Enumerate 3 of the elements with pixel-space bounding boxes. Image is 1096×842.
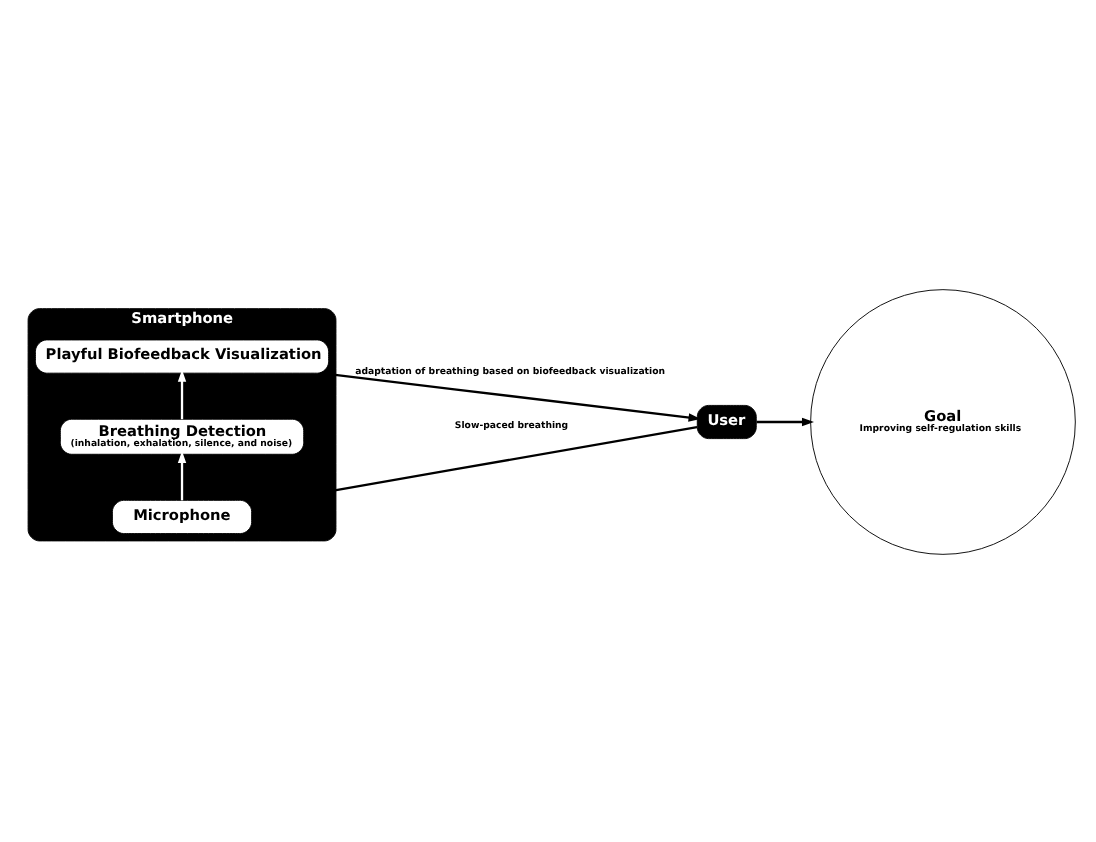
arrow	[756, 416, 814, 426]
arrow	[177, 368, 187, 419]
arrow	[177, 449, 187, 500]
